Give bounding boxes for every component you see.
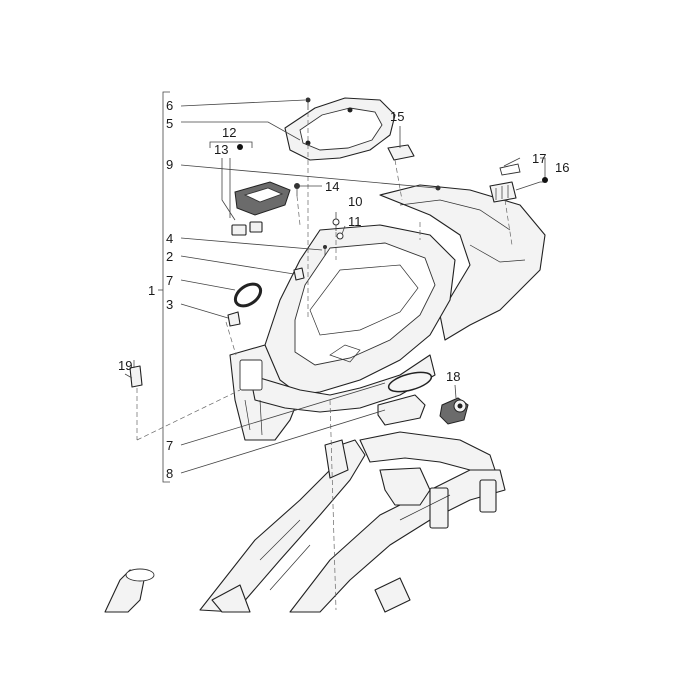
callout-18: 18 — [446, 369, 460, 384]
washer-11 — [336, 232, 344, 240]
callout-labels: 6 5 12 13 15 9 17 16 14 10 11 4 2 7 1 3 … — [118, 98, 569, 481]
group-bracket-12 — [209, 141, 253, 150]
assembly-dot-12 — [237, 144, 243, 150]
callout-7-upper: 7 — [166, 273, 173, 288]
callout-19: 19 — [118, 358, 132, 373]
callout-11: 11 — [348, 214, 362, 229]
screw-6 — [305, 97, 311, 110]
screw-4 — [323, 245, 327, 256]
leader-lines — [124, 99, 541, 474]
group-bracket-16 — [540, 157, 548, 183]
light-unit-16 — [489, 181, 517, 203]
callout-13: 13 — [214, 142, 228, 157]
callout-14: 14 — [325, 179, 339, 194]
callout-2: 2 — [166, 249, 173, 264]
assembly-lines — [136, 112, 513, 611]
scooter-frame — [104, 431, 506, 613]
callout-8: 8 — [166, 466, 173, 481]
callout-10: 10 — [348, 194, 362, 209]
callout-15: 15 — [390, 109, 404, 124]
socket-18 — [439, 397, 469, 425]
seal-oval — [233, 282, 263, 308]
callout-12: 12 — [222, 125, 236, 140]
screw-10 — [332, 218, 340, 231]
bulb-17 — [499, 163, 521, 176]
callout-16: 16 — [555, 160, 569, 175]
helmet-compartment — [229, 184, 546, 441]
clip-3 — [227, 311, 241, 327]
hook-19 — [129, 360, 143, 388]
bulb-13 — [231, 221, 263, 236]
gasket — [377, 394, 426, 426]
callout-9: 9 — [166, 157, 173, 172]
screw-14 — [294, 183, 300, 196]
callout-5: 5 — [166, 116, 173, 131]
group-bracket-1 — [158, 91, 170, 483]
clip-2 — [293, 267, 305, 281]
callout-3: 3 — [166, 297, 173, 312]
callout-1: 1 — [148, 283, 155, 298]
callout-4: 4 — [166, 231, 173, 246]
assembly-dot-16 — [542, 177, 548, 183]
callout-6: 6 — [166, 98, 173, 113]
light-unit-12 — [234, 181, 291, 216]
callout-17: 17 — [532, 151, 546, 166]
callout-7-lower: 7 — [166, 438, 173, 453]
seal-oval-lower — [387, 371, 433, 393]
lamp-part-15 — [387, 144, 415, 161]
seat-cover — [284, 97, 396, 161]
screw-9 — [435, 185, 441, 191]
